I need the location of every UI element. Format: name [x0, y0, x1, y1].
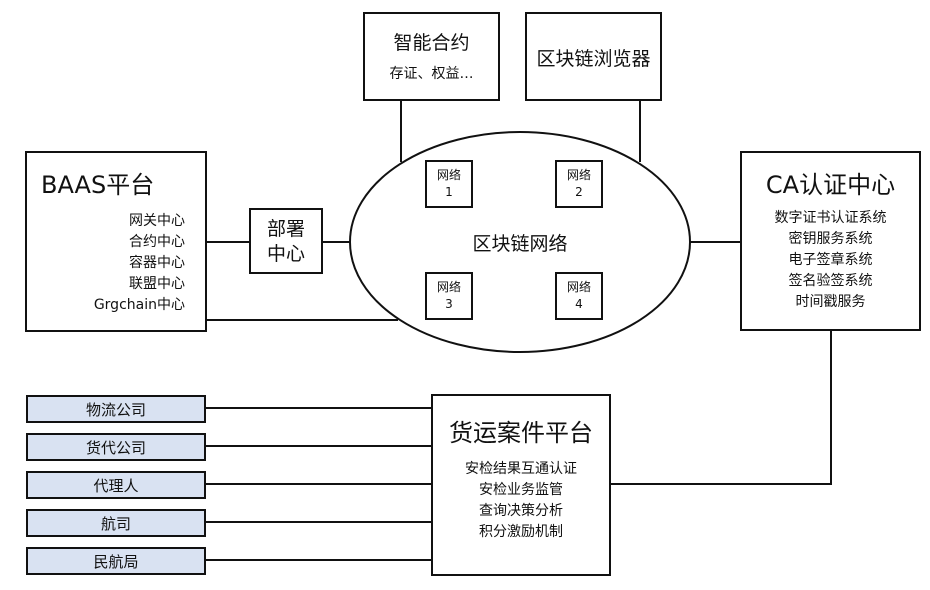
party-freight-forwarder: 货代公司: [26, 433, 206, 461]
network-node-label: 网络: [566, 280, 591, 294]
ca-item: 时间戳服务: [795, 294, 866, 310]
baas-item: Grgchain中心: [93, 297, 185, 313]
baas-items: 网关中心 合约中心 容器中心 联盟中心 Grgchain中心: [94, 211, 185, 316]
ca-item: 数字证书认证系统: [774, 210, 887, 226]
baas-item: 容器中心: [129, 255, 185, 271]
party-logistics-company: 物流公司: [26, 395, 206, 423]
link-ca-freight: [610, 330, 832, 485]
baas-item: 合约中心: [129, 234, 185, 250]
freight-platform-box: 货运案件平台 安检结果互通认证 安检业务监管 查询决策分析 积分激励机制: [431, 394, 611, 576]
party-airline: 航司: [26, 509, 206, 537]
network-node-number: 3: [445, 297, 453, 311]
network-node-4: 网络 4: [555, 272, 603, 320]
freight-item: 安检业务监管: [479, 482, 563, 498]
blockchain-network-title: 区块链网络: [472, 233, 568, 255]
baas-item: 联盟中心: [129, 276, 185, 292]
party-agent: 代理人: [26, 471, 206, 499]
deploy-title-line: 部署: [266, 218, 305, 240]
smart-contract-box: 智能合约 存证、权益…: [363, 12, 500, 101]
deploy-title-line: 中心: [266, 243, 305, 265]
ca-item: 电子签章系统: [788, 252, 873, 268]
baas-item: 网关中心: [129, 213, 185, 229]
baas-platform-box: BAAS平台 网关中心 合约中心 容器中心 联盟中心 Grgchain中心: [25, 151, 207, 332]
ca-item: 签名验签系统: [788, 273, 873, 289]
ca-item: 密钥服务系统: [788, 231, 873, 247]
baas-title: BAAS平台: [41, 171, 155, 199]
network-node-label: 网络: [566, 168, 591, 182]
network-node-number: 4: [575, 297, 583, 311]
network-node-2: 网络 2: [555, 160, 603, 208]
smart-contract-title: 智能合约: [393, 32, 470, 54]
freight-item: 安检结果互通认证: [465, 461, 577, 477]
freight-title: 货运案件平台: [449, 419, 593, 447]
ca-center-box: CA认证中心 数字证书认证系统 密钥服务系统 电子签章系统 签名验签系统 时间戳…: [740, 151, 921, 331]
ca-title: CA认证中心: [765, 171, 896, 199]
deploy-center-box: 部署 中心: [249, 208, 323, 274]
smart-contract-subtitle: 存证、权益…: [389, 66, 474, 82]
freight-items: 安检结果互通认证 安检业务监管 查询决策分析 积分激励机制: [433, 459, 609, 543]
ca-items: 数字证书认证系统 密钥服务系统 电子签章系统 签名验签系统 时间戳服务: [742, 208, 919, 313]
freight-item: 查询决策分析: [479, 503, 563, 519]
blockchain-explorer-box: 区块链浏览器: [525, 12, 662, 101]
network-node-label: 网络: [436, 280, 461, 294]
party-civil-aviation-authority: 民航局: [26, 547, 206, 575]
network-node-3: 网络 3: [425, 272, 473, 320]
network-node-1: 网络 1: [425, 160, 473, 208]
freight-item: 积分激励机制: [479, 524, 563, 540]
network-node-number: 2: [575, 185, 583, 199]
network-node-label: 网络: [436, 168, 461, 182]
deploy-center-title: 部署 中心: [251, 217, 321, 267]
blockchain-explorer-title: 区块链浏览器: [536, 48, 651, 70]
network-node-number: 1: [445, 185, 453, 199]
